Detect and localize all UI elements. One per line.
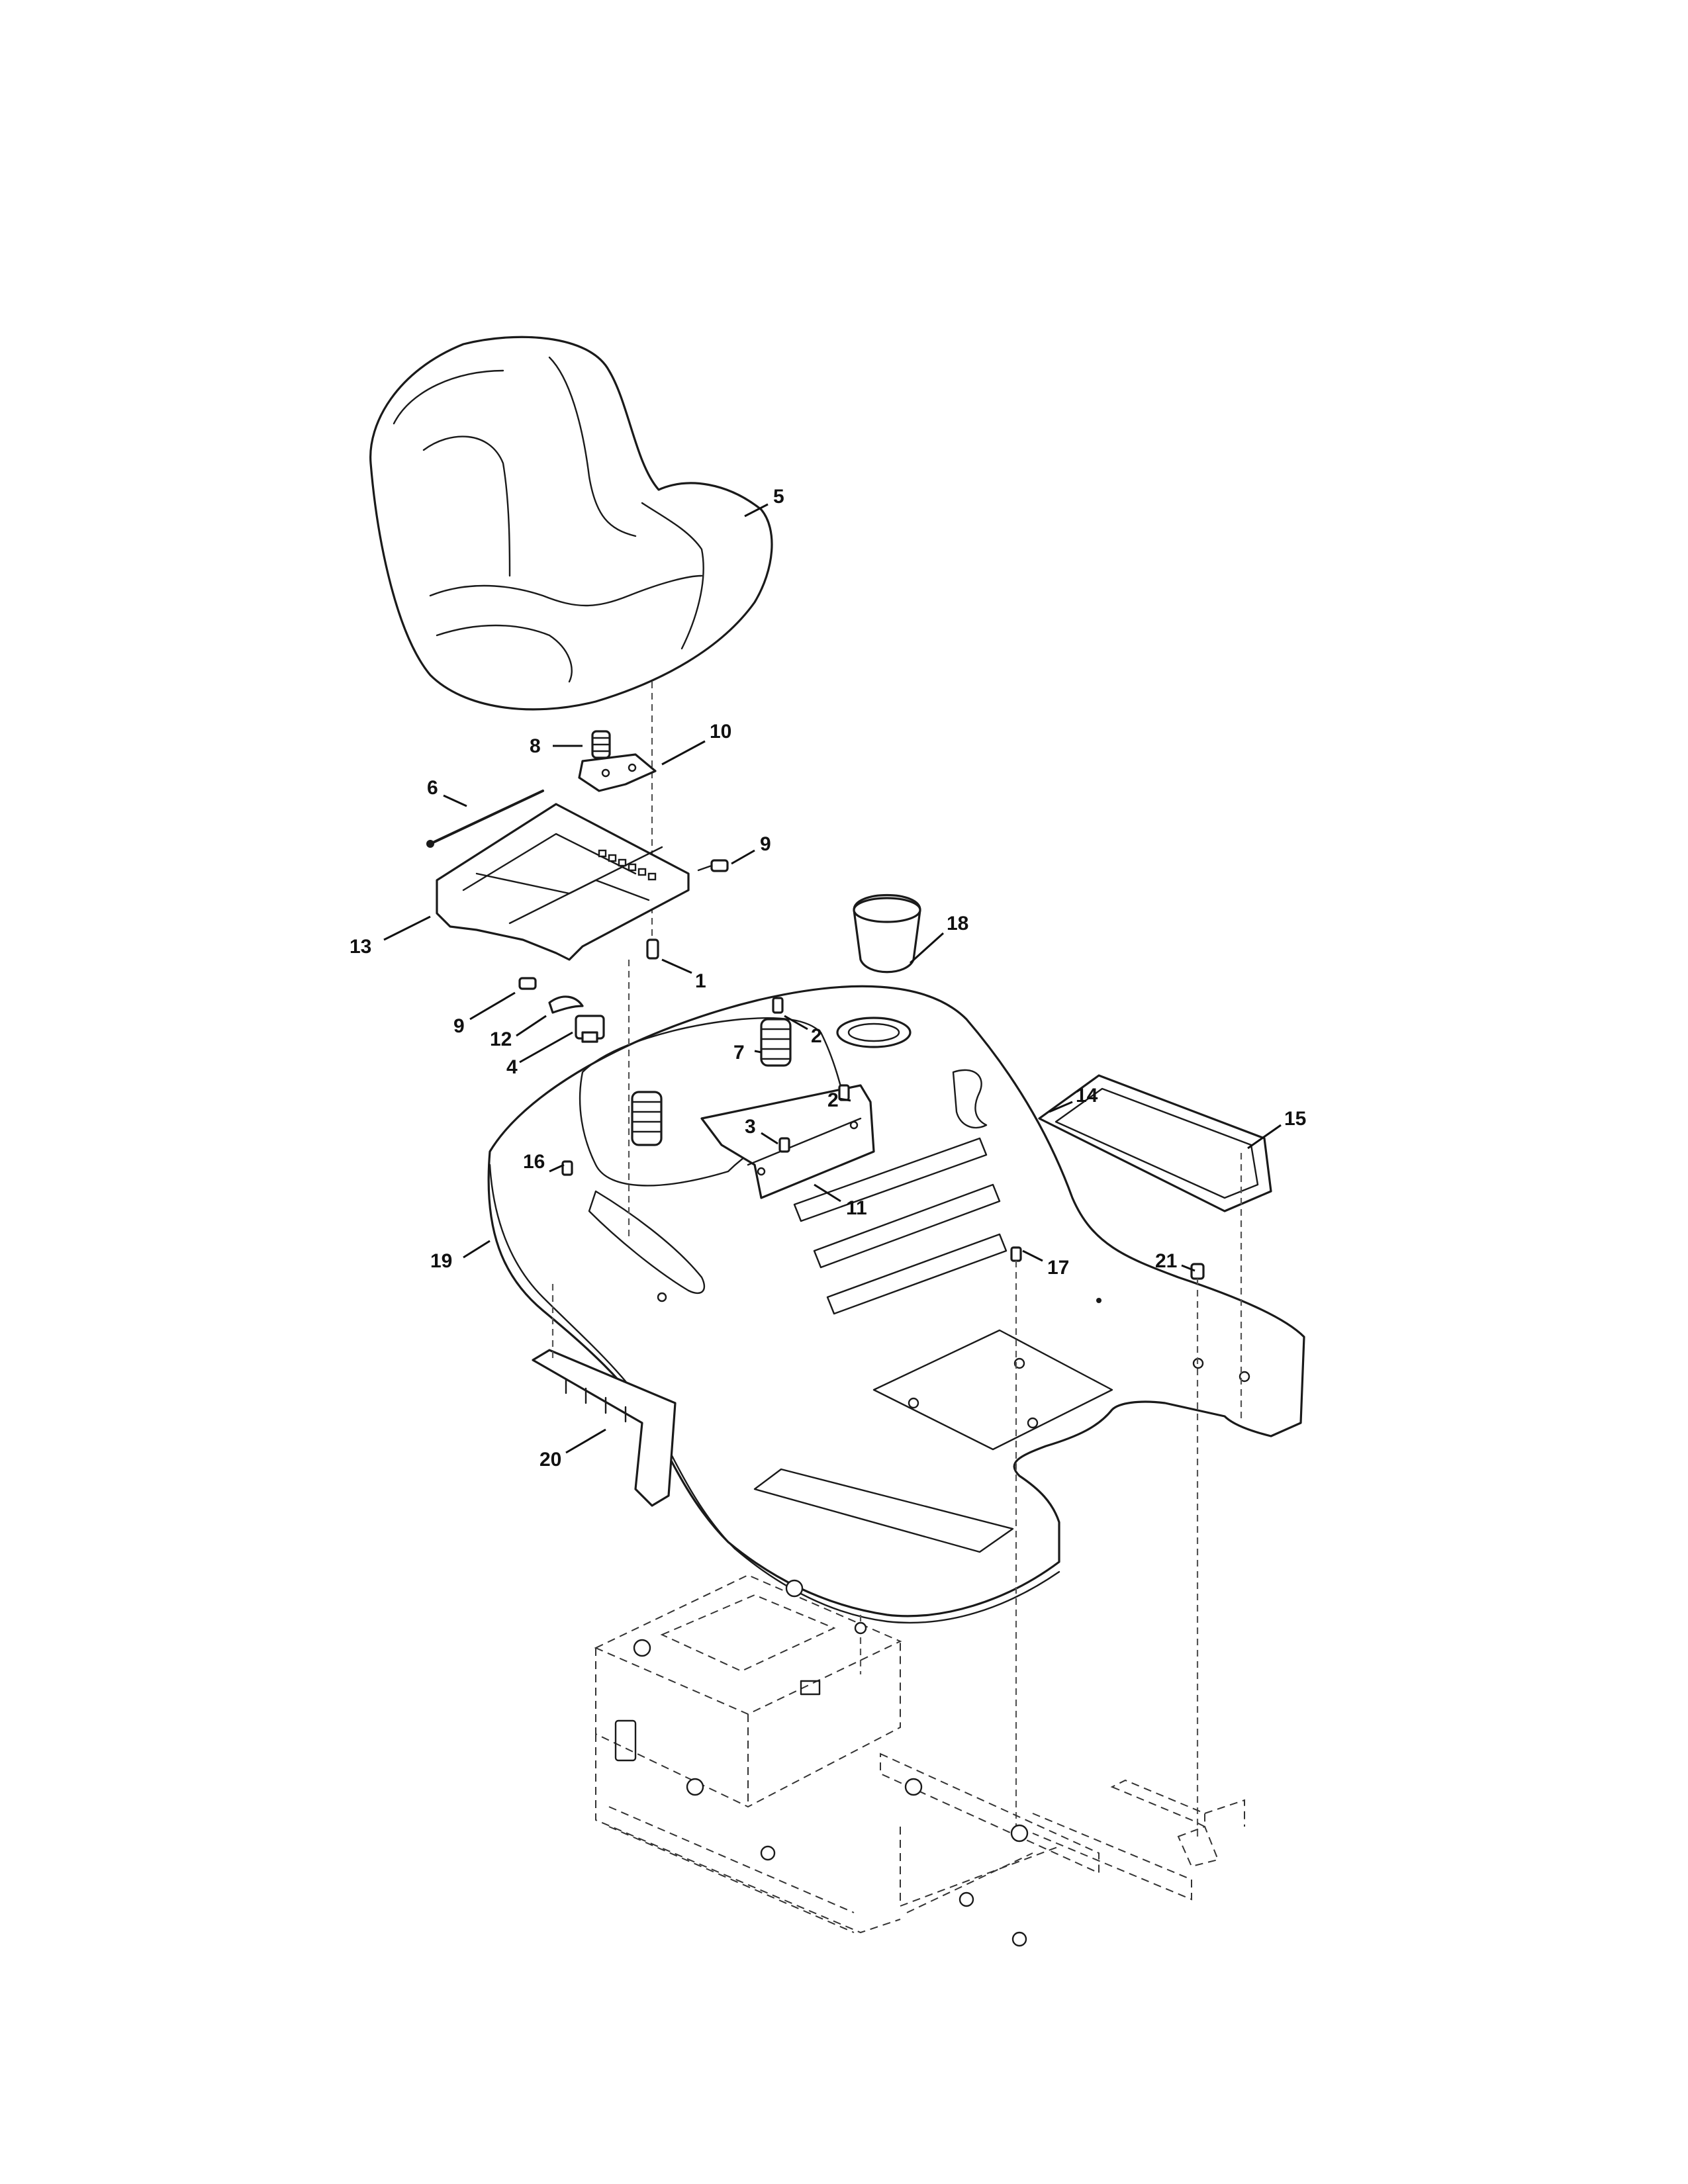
bracket-part-10 — [578, 753, 657, 792]
screw-part-17 — [1010, 1246, 1022, 1262]
guide-part-20 — [532, 1349, 677, 1507]
callout-10: 10 — [710, 721, 731, 743]
callout-9-upper: 9 — [760, 833, 771, 855]
bolt-part-1 — [646, 938, 659, 960]
spring-part-7 — [631, 1018, 792, 1146]
bolt-part-9-lower — [518, 977, 537, 990]
callout-11: 11 — [846, 1197, 867, 1219]
seat-pan-part-13 — [436, 803, 690, 961]
fender-part-19 — [487, 985, 1305, 1624]
bolt-part-3 — [778, 1137, 790, 1153]
switch-part-4 — [575, 1015, 605, 1043]
spring-part-8 — [591, 730, 611, 759]
rod-part-6 — [426, 790, 544, 848]
callout-15: 15 — [1284, 1108, 1306, 1130]
seat-part-5 — [369, 336, 773, 711]
callout-18: 18 — [947, 913, 968, 934]
screw-part-21 — [1190, 1263, 1205, 1280]
callout-14: 14 — [1076, 1085, 1098, 1107]
callout-13: 13 — [350, 936, 371, 958]
callout-1: 1 — [695, 970, 706, 992]
callout-labels: 5 8 10 6 9 13 1 9 12 4 2 18 7 2 3 11 16 … — [350, 486, 1306, 1471]
callout-3: 3 — [745, 1116, 756, 1138]
callout-4: 4 — [506, 1056, 518, 1078]
callout-17: 17 — [1047, 1257, 1069, 1279]
callout-2-lower: 2 — [827, 1089, 839, 1111]
mat-part-14 — [1038, 1074, 1272, 1212]
bolt-part-9-upper — [697, 859, 729, 872]
screw-part-16 — [561, 1160, 573, 1176]
callout-5: 5 — [773, 486, 784, 508]
callout-6: 6 — [427, 777, 438, 799]
callout-9-lower: 9 — [453, 1015, 465, 1037]
callout-8: 8 — [530, 735, 541, 757]
bolt-part-2-lower — [838, 1084, 850, 1101]
callout-12: 12 — [490, 1028, 512, 1050]
bolt-part-2-upper — [772, 997, 784, 1014]
callout-21: 21 — [1155, 1250, 1177, 1272]
callout-20: 20 — [539, 1449, 561, 1471]
cup-part-18 — [836, 894, 921, 1048]
callout-2-upper: 2 — [811, 1025, 822, 1047]
callout-19: 19 — [430, 1250, 452, 1272]
callout-16: 16 — [523, 1151, 545, 1173]
clip-part-12 — [548, 995, 584, 1014]
callout-7: 7 — [733, 1042, 745, 1064]
frame-phantom — [594, 1574, 1245, 1947]
leader-lines — [383, 503, 1282, 1454]
